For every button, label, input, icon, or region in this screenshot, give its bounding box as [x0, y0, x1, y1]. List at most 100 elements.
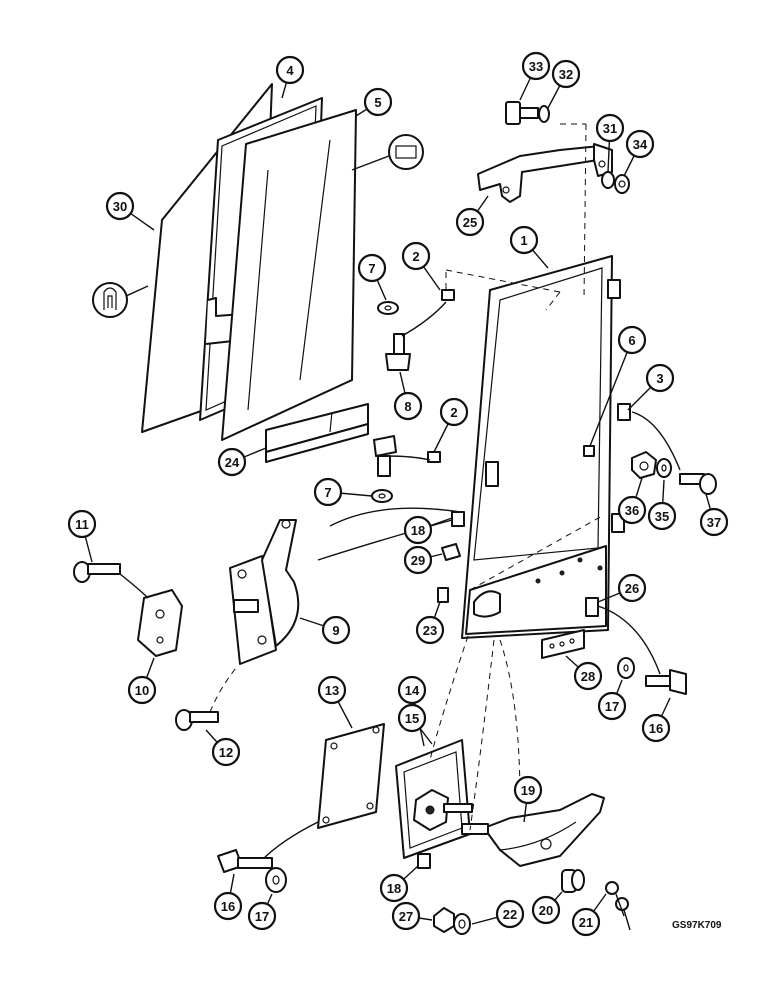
callout-circle [213, 891, 243, 921]
callout-circle [439, 397, 469, 427]
callout-circle [127, 675, 157, 705]
callout-11: 11 [67, 509, 97, 563]
drawing-code: GS97K709 [672, 920, 722, 931]
hinge-plate-10 [137, 589, 183, 657]
callout-circle [317, 675, 347, 705]
callout-circle [625, 129, 655, 159]
callout-number: 10 [135, 683, 149, 698]
callout-circle [617, 495, 647, 525]
callout-28: 28 [565, 655, 603, 691]
washer-31 [601, 171, 615, 189]
callout-7: 7 [357, 253, 387, 301]
bolt-16-right [645, 669, 687, 695]
keys-21 [605, 881, 631, 931]
callout-33: 33 [519, 51, 551, 101]
cover-plate-13 [317, 723, 385, 829]
clip-18-upper [451, 511, 465, 527]
callout-number: 35 [655, 509, 669, 524]
bolt-37 [679, 473, 717, 495]
callout-number: 4 [286, 63, 294, 78]
callout-circle [699, 507, 729, 537]
callout-13: 13 [317, 675, 353, 729]
callout-number: 21 [579, 915, 593, 930]
callout-circle [495, 899, 525, 929]
washer-35 [656, 458, 672, 478]
latch-26 [585, 597, 599, 617]
callout-number: 19 [521, 783, 535, 798]
callout-7: 7 [313, 477, 373, 507]
callout-number: 15 [405, 711, 419, 726]
callout-circle [403, 545, 433, 575]
callout-31: 31 [595, 113, 625, 173]
seal-strip-24 [265, 403, 369, 463]
callout-circle [217, 447, 247, 477]
callout-circle [105, 191, 135, 221]
callout-number: 14 [405, 683, 420, 698]
callout-22: 22 [471, 899, 525, 929]
callout-circle [313, 477, 343, 507]
callout-circle [67, 509, 97, 539]
callout-number: 1 [520, 233, 527, 248]
callout-number: 5 [374, 95, 381, 110]
callout-number: 25 [463, 215, 477, 230]
callout-12: 12 [205, 729, 241, 767]
washer-7-lower [371, 489, 393, 503]
washer-22 [453, 913, 471, 935]
callout-number: 31 [603, 121, 617, 136]
callout-number: 22 [503, 907, 517, 922]
callout-4: 4 [275, 55, 305, 99]
callout-8: 8 [393, 371, 423, 421]
hinge-9 [229, 519, 300, 665]
screw-12 [175, 709, 219, 731]
callout-circle [415, 615, 445, 645]
callout-circle [247, 901, 277, 931]
washer-17-right [617, 657, 635, 679]
callout-circle [379, 873, 409, 903]
bumper-6 [583, 445, 595, 457]
callout-circle [397, 703, 427, 733]
washer-32 [538, 105, 550, 123]
callout-circle [513, 775, 543, 805]
bolt-8-lower [373, 435, 397, 477]
callout-number: 7 [324, 485, 331, 500]
callout-circle [531, 895, 561, 925]
callout-number: 23 [423, 623, 437, 638]
callout-circle [393, 391, 423, 421]
callout-number: 26 [625, 581, 639, 596]
glass-panel-5 [221, 109, 357, 441]
callout-number: 2 [412, 249, 419, 264]
callout-26: 26 [597, 573, 647, 603]
bolt-8-upper [385, 333, 411, 371]
callout-number: 30 [113, 199, 127, 214]
callout-circle [571, 907, 601, 937]
callout-circle [403, 515, 433, 545]
callout-34: 34 [623, 129, 655, 177]
callout-circle [401, 241, 431, 271]
callout-21: 21 [571, 893, 607, 937]
callout-circle [521, 51, 551, 81]
callout-number: 16 [221, 899, 235, 914]
callout-number: 37 [707, 515, 721, 530]
callout-number: 2 [450, 405, 457, 420]
callout-circle [597, 691, 627, 721]
plate-28 [541, 629, 585, 659]
callout-circle [617, 325, 647, 355]
callout-36: 36 [617, 477, 647, 525]
callout-24: 24 [217, 447, 267, 477]
nut-27 [433, 907, 455, 933]
callout-circle [363, 87, 393, 117]
callout-circle [617, 573, 647, 603]
callout-circle [595, 113, 625, 143]
door-frame-1 [445, 255, 625, 639]
callout-19: 19 [513, 775, 543, 823]
callout-circle [397, 675, 427, 705]
callout-circle [211, 737, 241, 767]
screw-11 [73, 561, 121, 583]
callout-2: 2 [401, 241, 441, 291]
callout-circle [321, 615, 351, 645]
block-29 [441, 543, 461, 561]
callout-14: 14 [397, 675, 427, 747]
callout-30: 30 [105, 191, 155, 231]
callout-number: 12 [219, 745, 233, 760]
